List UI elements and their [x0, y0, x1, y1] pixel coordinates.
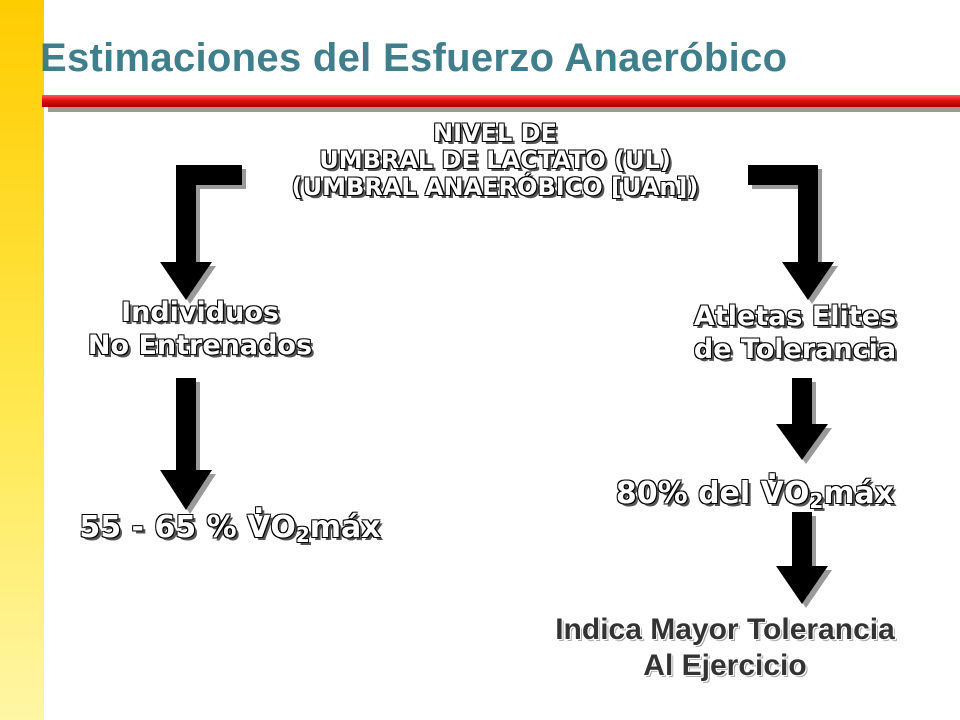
right-value-v: V — [761, 476, 784, 512]
right-value-o: O — [783, 476, 810, 511]
left-node-label: Individuos No Entrenados — [20, 296, 380, 362]
top-node-line3: (UMBRAL ANAERÓBICO [UAn]) — [291, 173, 699, 201]
right-node-line2: de Tolerancia — [693, 334, 897, 365]
right-vo2max-value: 80% del VO2máx — [560, 476, 950, 519]
right-lower-down-arrow-icon — [776, 512, 828, 604]
right-result-line1: Indica Mayor Tolerancia — [555, 613, 895, 646]
right-node-line1: Atletas Elites — [693, 301, 897, 332]
left-node-line1: Individuos — [121, 297, 279, 328]
top-node-line2: UMBRAL DE LACTATO (UL) — [319, 146, 671, 174]
left-value-prefix: 55 - 65 % — [79, 510, 248, 545]
right-down-arrow-icon — [776, 378, 828, 460]
slide-title: Estimaciones del Esfuerzo Anaeróbico — [40, 36, 788, 80]
sidebar-accent-band — [0, 0, 44, 720]
right-value-suffix: máx — [823, 476, 895, 511]
left-value-suffix: máx — [309, 510, 381, 545]
top-node-label: NIVEL DE UMBRAL DE LACTATO (UL) (UMBRAL … — [200, 120, 790, 201]
left-value-v: V — [247, 510, 270, 546]
top-node-line1: NIVEL DE — [433, 119, 557, 147]
left-node-line2: No Entrenados — [87, 330, 313, 361]
right-result-line2: Al Ejercicio — [643, 649, 807, 682]
left-value-sub: 2 — [295, 523, 310, 547]
left-down-arrow-icon — [160, 378, 212, 510]
right-result-label: Indica Mayor Tolerancia Al Ejercicio — [500, 612, 950, 684]
right-value-sub: 2 — [809, 489, 824, 513]
right-value-prefix: 80% del — [615, 476, 761, 511]
left-elbow-connector-icon — [160, 165, 242, 300]
left-vo2max-value: 55 - 65 % VO2máx — [20, 510, 440, 553]
title-rule — [42, 95, 960, 107]
left-value-o: O — [270, 510, 296, 545]
right-node-label: Atletas Elites de Tolerancia — [600, 300, 960, 366]
right-elbow-connector-icon — [748, 165, 834, 300]
